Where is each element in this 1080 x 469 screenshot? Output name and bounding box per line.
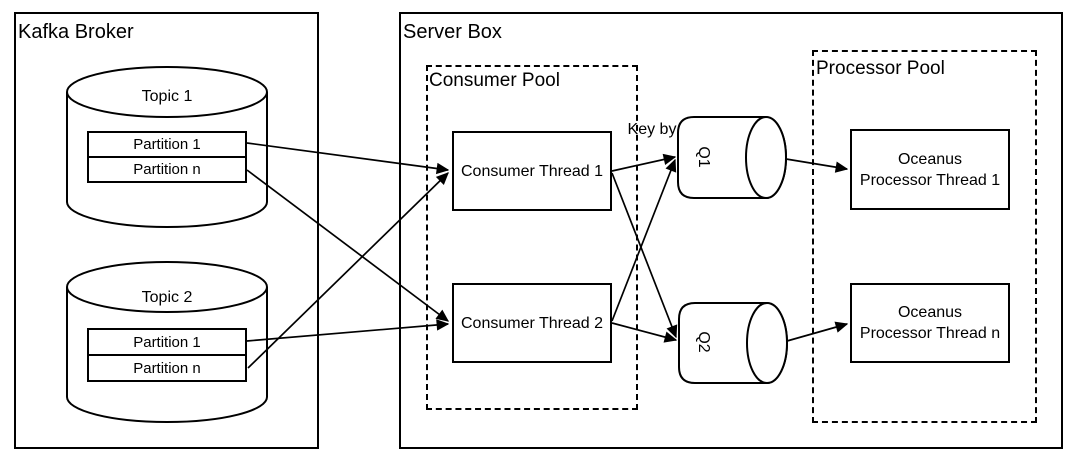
kafka-broker-box <box>14 12 319 449</box>
server-box-title: Server Box <box>403 21 502 43</box>
topic-1-label: Topic 1 <box>141 87 193 105</box>
processor-thread-1-line2: Processor Thread 1 <box>859 171 1001 189</box>
topic-1-partition-n: Partition n <box>89 156 245 181</box>
topic-2-label: Topic 2 <box>141 288 193 306</box>
topic-2-partition-n: Partition n <box>89 354 245 380</box>
key-by-label: Key by <box>627 121 677 138</box>
topic-2-partitions: Partition 1 Partition n <box>87 328 247 382</box>
processor-thread-1-box: Oceanus Processor Thread 1 <box>850 129 1010 210</box>
queue-q2-cylinder <box>678 302 788 384</box>
processor-thread-n-box: Oceanus Processor Thread n <box>850 283 1010 363</box>
topic-1-partitions: Partition 1 Partition n <box>87 131 247 183</box>
processor-pool-title: Processor Pool <box>816 58 945 79</box>
consumer-pool-title: Consumer Pool <box>429 70 560 91</box>
queue-q1-label: Q1 <box>695 146 712 168</box>
kafka-broker-title: Kafka Broker <box>18 21 134 43</box>
consumer-thread-2-box: Consumer Thread 2 <box>452 283 612 363</box>
queue-q2-label: Q2 <box>695 331 712 353</box>
processor-pool-box <box>812 50 1037 423</box>
processor-thread-n-line1: Oceanus <box>897 304 963 321</box>
processor-thread-1-line1: Oceanus <box>897 150 963 168</box>
processor-thread-n-line2: Processor Thread n <box>859 325 1001 342</box>
queue-q1-cylinder <box>677 116 787 199</box>
topic-1-partition-1: Partition 1 <box>89 133 245 156</box>
consumer-thread-1-box: Consumer Thread 1 <box>452 131 612 211</box>
topic-2-partition-1: Partition 1 <box>89 330 245 354</box>
